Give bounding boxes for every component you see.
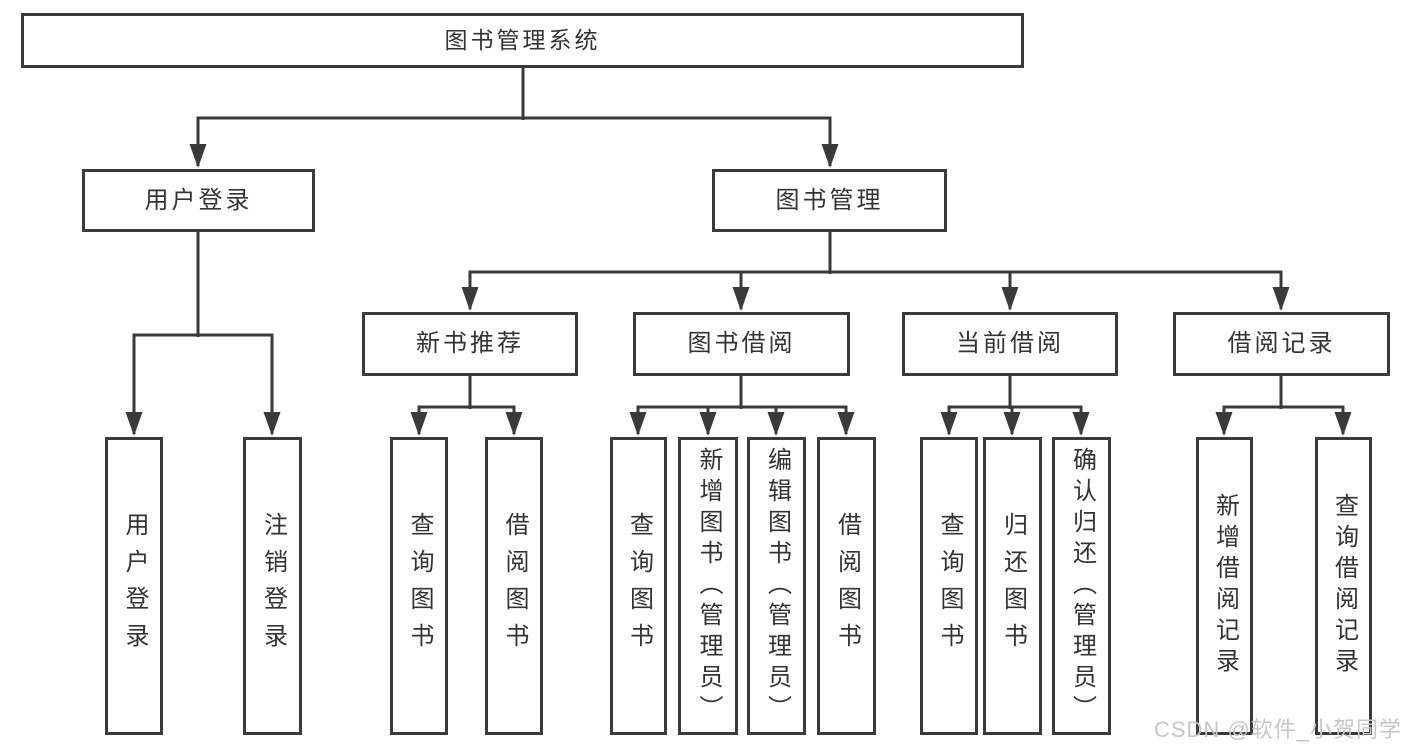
- node-label: 用户登录: [144, 186, 253, 214]
- node-label: 用户登录: [121, 512, 148, 660]
- node-book-borrowing: 图书借阅: [633, 312, 850, 376]
- leaf-add-borrow-record: 新增借阅记录: [1196, 437, 1253, 735]
- node-label: 借阅记录: [1227, 330, 1336, 357]
- leaf-borrow-books-recommend: 借阅图书: [485, 437, 543, 735]
- node-label: 图书管理: [775, 186, 884, 214]
- node-label: 查询借阅记录: [1330, 493, 1358, 679]
- arrowhead-icon: [1003, 412, 1021, 436]
- leaf-query-books-recommend: 查询图书: [390, 437, 448, 735]
- node-label: 图书管理系统: [444, 27, 601, 53]
- leaf-confirm-return-admin: 确认归还（管理员）: [1052, 437, 1111, 735]
- node-borrowing-records: 借阅记录: [1173, 312, 1390, 376]
- csdn-watermark: CSDN @软件_小贺同学: [1153, 717, 1402, 742]
- arrowhead-icon: [189, 144, 207, 168]
- node-new-book-recommend: 新书推荐: [362, 312, 578, 376]
- node-label: 查询图书: [936, 512, 963, 660]
- node-system-root: 图书管理系统: [21, 13, 1024, 68]
- leaf-return-books: 归还图书: [983, 437, 1042, 735]
- arrowhead-icon: [821, 144, 839, 168]
- node-current-borrowing: 当前借阅: [902, 312, 1118, 376]
- node-label: 确认归还（管理员）: [1068, 446, 1096, 726]
- arrowhead-icon: [629, 412, 647, 436]
- leaf-query-books-current: 查询图书: [920, 437, 978, 735]
- arrowhead-icon: [1072, 412, 1090, 436]
- leaf-edit-books-admin: 编辑图书（管理员）: [747, 437, 806, 735]
- leaf-query-books-borrowing: 查询图书: [610, 437, 667, 735]
- node-label: 借阅图书: [833, 512, 861, 660]
- node-user-login: 用户登录: [82, 169, 315, 232]
- leaf-add-books-admin: 新增图书（管理员）: [678, 437, 738, 735]
- node-label: 归还图书: [999, 512, 1027, 660]
- node-label: 新书推荐: [416, 330, 524, 357]
- arrowhead-icon: [410, 412, 428, 436]
- node-label: 查询图书: [625, 512, 653, 660]
- arrowhead-icon: [1215, 412, 1233, 436]
- arrowhead-icon: [1334, 412, 1352, 436]
- arrowhead-icon: [837, 412, 855, 436]
- arrowhead-icon: [767, 412, 785, 436]
- node-label: 图书借阅: [687, 330, 796, 357]
- node-label: 新增图书（管理员）: [695, 446, 722, 726]
- arrowhead-icon: [732, 287, 750, 311]
- arrowhead-icon: [940, 412, 958, 436]
- leaf-user-login: 用户登录: [105, 437, 163, 735]
- leaf-logout: 注销登录: [243, 437, 302, 735]
- arrowhead-icon: [505, 412, 523, 436]
- node-book-management: 图书管理: [712, 169, 947, 232]
- arrowhead-icon: [263, 412, 281, 436]
- node-label: 当前借阅: [956, 330, 1064, 357]
- node-label: 新增借阅记录: [1211, 493, 1239, 679]
- arrowhead-icon: [699, 412, 717, 436]
- node-label: 查询图书: [406, 512, 433, 660]
- node-label: 注销登录: [259, 512, 287, 660]
- arrowhead-icon: [1001, 287, 1019, 311]
- node-label: 编辑图书（管理员）: [763, 446, 791, 726]
- arrowhead-icon: [1272, 287, 1290, 311]
- arrowhead-icon: [461, 287, 479, 311]
- node-label: 借阅图书: [501, 512, 528, 660]
- leaf-borrow-books-borrowing: 借阅图书: [817, 437, 876, 735]
- leaf-query-borrow-record: 查询借阅记录: [1315, 437, 1372, 735]
- arrowhead-icon: [125, 412, 143, 436]
